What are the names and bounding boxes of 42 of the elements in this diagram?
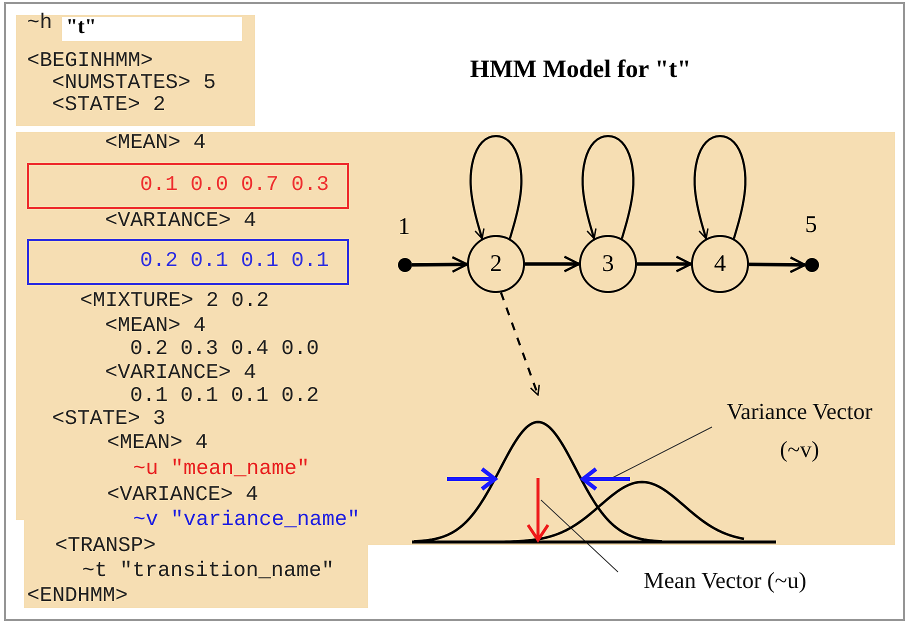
code-line: <ENDHMM> <box>27 586 128 608</box>
code-line: <MEAN> 4 <box>107 433 208 455</box>
code-line: 0.2 0.3 0.4 0.0 <box>130 339 320 361</box>
code-line: <NUMSTATES> 5 <box>52 73 216 95</box>
variance-vector-box <box>27 239 349 285</box>
annotation-text: Variance Vector (~v) <box>726 398 874 464</box>
state-number: 3 <box>602 250 614 278</box>
leader-line <box>540 500 618 572</box>
leader-line <box>612 426 712 478</box>
state-number: 1 <box>398 215 410 239</box>
state-number: 2 <box>490 250 502 278</box>
code-line: <MEAN> 4 <box>105 133 206 155</box>
code-line: ~t "transition_name" <box>82 561 334 583</box>
dashed-arrow <box>500 292 540 396</box>
code-line: <STATE> 2 <box>52 95 166 117</box>
self-loop-arrow <box>470 135 522 240</box>
self-loop-arrow <box>694 135 746 240</box>
code-line: <VARIANCE> 4 <box>107 485 258 507</box>
code-line: <BEGINHMM> <box>27 51 154 73</box>
code-line: <VARIANCE> 4 <box>105 211 256 233</box>
vector-values: 0.2 0.1 0.1 0.1 <box>140 251 330 273</box>
arrow <box>525 256 580 272</box>
self-loop-arrow <box>582 135 634 240</box>
code-line: ~u "mean_name" <box>133 459 310 481</box>
hmm-macro-text: ~h <box>27 13 52 35</box>
annotation-text: Mean Vector (~u) <box>642 567 808 595</box>
state-number: 4 <box>714 250 726 278</box>
hmm-name-text: "t" <box>66 15 96 37</box>
title: HMM Model for "t" <box>470 56 691 84</box>
code-line: <VARIANCE> 4 <box>105 363 256 385</box>
arrow <box>412 256 468 273</box>
code-line: <MIXTURE> 2 0.2 <box>80 291 270 313</box>
code-line: <TRANSP> <box>55 536 156 558</box>
vector-values: 0.1 0.0 0.7 0.3 <box>140 175 330 197</box>
code-line: 0.1 0.1 0.1 0.2 <box>130 386 320 408</box>
arrow <box>637 256 692 272</box>
arrow <box>748 256 806 274</box>
state-number: 5 <box>805 213 817 237</box>
code-line: ~v "variance_name" <box>133 510 360 532</box>
code-line: <MEAN> 4 <box>105 316 206 338</box>
code-line: <STATE> 3 <box>52 409 166 431</box>
mean-vector-box <box>27 163 349 209</box>
